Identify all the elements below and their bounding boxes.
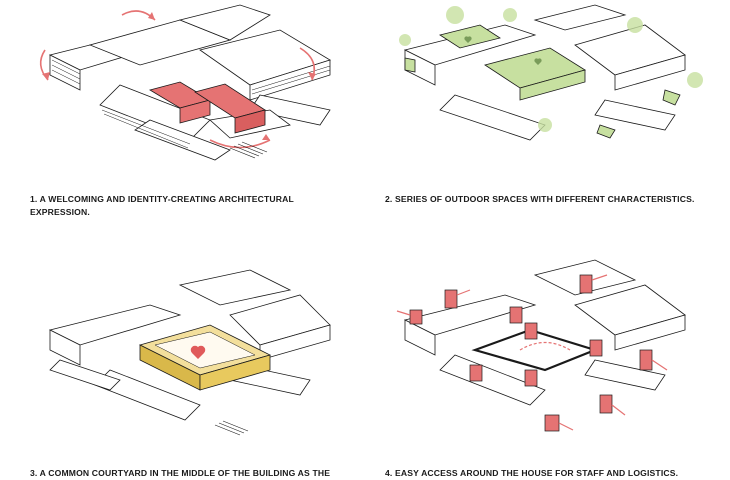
caption-1: 1. A WELCOMING AND IDENTITY-CREATING ARC…: [30, 193, 294, 219]
tree-icon: [399, 6, 703, 132]
service-cores: [409, 274, 653, 432]
heart-icon: [464, 36, 542, 65]
caption-line: 2. SERIES OF OUTDOOR SPACES WITH DIFFERE…: [385, 194, 695, 204]
diagram-panel-2: 2. SERIES OF OUTDOOR SPACES WITH DIFFERE…: [385, 0, 725, 235]
outdoor-spaces: [404, 24, 681, 139]
building-axonometric-4: [396, 259, 686, 432]
diagram-panel-1: 1. A WELCOMING AND IDENTITY-CREATING ARC…: [30, 0, 370, 235]
caption-4: 4. EASY ACCESS AROUND THE HOUSE FOR STAF…: [385, 467, 678, 480]
entrance-highlight: [148, 81, 266, 134]
caption-line: 1. A WELCOMING AND IDENTITY-CREATING ARC…: [30, 194, 294, 204]
caption-3: 3. A COMMON COURTYARD IN THE MIDDLE OF T…: [30, 467, 330, 480]
circulation-arrow: [519, 341, 571, 351]
arrow-icon: [396, 274, 668, 431]
caption-2: 2. SERIES OF OUTDOOR SPACES WITH DIFFERE…: [385, 193, 695, 206]
building-axonometric-1: [39, 4, 331, 161]
diagram-panel-4: 4. EASY ACCESS AROUND THE HOUSE FOR STAF…: [385, 245, 725, 480]
entrance-stairs: [229, 141, 268, 159]
caption-line: 4. EASY ACCESS AROUND THE HOUSE FOR STAF…: [385, 468, 679, 478]
heart-icon: [190, 345, 206, 359]
building-axonometric-3: [48, 269, 331, 436]
caption-line: 3. A COMMON COURTYARD IN THE MIDDLE OF T…: [30, 468, 331, 478]
caption-line: EXPRESSION.: [30, 207, 90, 217]
building-axonometric-2: [399, 4, 703, 141]
entrance-stairs: [214, 420, 249, 436]
diagram-panel-3: 3. A COMMON COURTYARD IN THE MIDDLE OF T…: [30, 245, 370, 480]
